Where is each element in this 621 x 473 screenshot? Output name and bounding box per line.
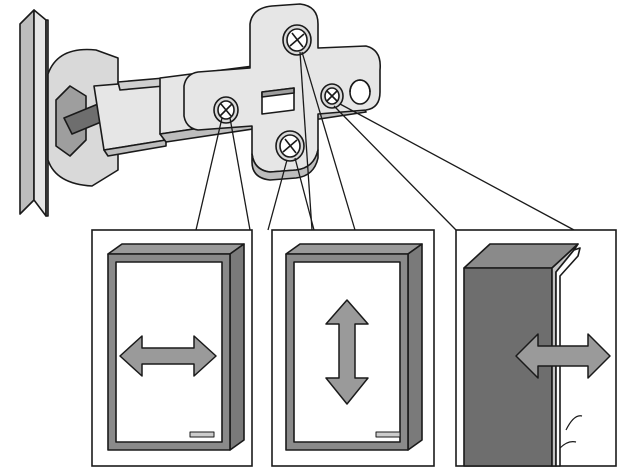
- leader-depth-right: [339, 103, 575, 231]
- height-adjustment-arrow: [325, 299, 369, 405]
- leader-depth-left: [333, 105, 457, 231]
- hinge-assembly: [19, 3, 382, 217]
- leader-height-top: [299, 51, 313, 231]
- mounting-screw-bottom: [275, 130, 305, 162]
- hinge-cup: [47, 48, 119, 187]
- height-adjustment-door: [285, 243, 423, 451]
- depth-adjustment-screw: [320, 83, 344, 109]
- mounting-plate: [183, 3, 382, 181]
- side-adjustment-arrow: [119, 335, 217, 377]
- leader-height-right: [301, 51, 356, 231]
- leader-lines: [195, 51, 575, 231]
- door-plate: [19, 9, 49, 217]
- depth-adjustment-door: [463, 243, 583, 467]
- leader-side-left: [195, 117, 223, 231]
- hinge-arm: [93, 77, 167, 157]
- side-adjustment-door: [107, 243, 245, 451]
- depth-adjustment-arrow: [515, 333, 611, 379]
- mounting-screw-top: [282, 24, 312, 56]
- leader-height-left: [267, 159, 288, 231]
- leader-side-right: [229, 117, 251, 231]
- side-adjustment-screw: [213, 96, 239, 124]
